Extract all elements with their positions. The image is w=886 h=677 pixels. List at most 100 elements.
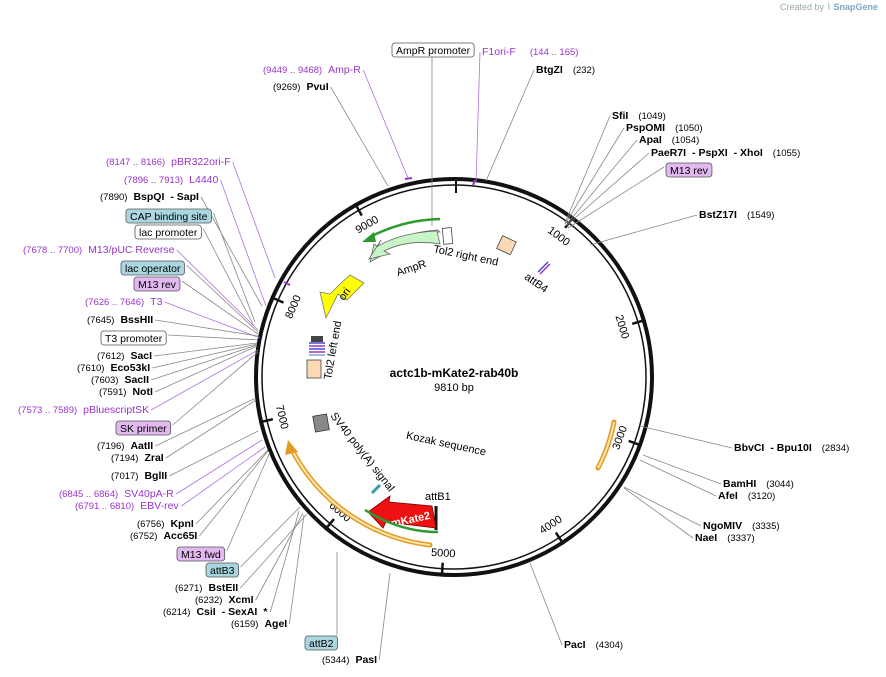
label-pasi[interactable]: (5344)PasI (322, 654, 377, 666)
pasi-name: PasI (355, 654, 377, 666)
label-naei[interactable]: NaeI(3337) (695, 532, 755, 544)
label-zrai[interactable]: (7194)ZraI (111, 452, 164, 464)
label-ampr-promoter[interactable]: AmpR promoter (391, 42, 475, 58)
tick-label-5000: 5000 (431, 547, 456, 560)
ampr-green-arc (371, 217, 441, 238)
label-f1ori-f[interactable]: F1ori-F(144 .. 165) (482, 46, 578, 58)
leader-csii (269, 510, 300, 613)
label-pbluescriptsk[interactable]: (7573 .. 7589) pBluescriptSK (18, 404, 149, 416)
label-ngomiv[interactable]: NgoMIV(3335) (703, 520, 780, 532)
label-pspomi[interactable]: PspOMI(1050) (626, 122, 703, 134)
label-sfii[interactable]: SfiI (1049) (612, 110, 666, 122)
label-acc65i[interactable]: (6752)Acc65I (130, 530, 197, 542)
pbluescriptsk-range: (7573 .. 7589) (18, 405, 77, 416)
label-sv40pa-r[interactable]: (6845 .. 6864)SV40pA-R (59, 488, 174, 500)
credit-brand: SnapGene (833, 2, 878, 12)
pbluescriptsk-name: pBluescriptSK (83, 404, 149, 416)
left-cluster-features[interactable] (309, 336, 325, 356)
leader-saci (154, 342, 258, 357)
ori-feature[interactable] (319, 274, 365, 320)
tick-label-7000: 7000 (273, 404, 290, 431)
label-bsteii[interactable]: (6271)BstEII (175, 582, 238, 594)
ampr-promoter-box (391, 42, 475, 58)
lac-operator-box (120, 260, 185, 276)
leader-sacii (150, 344, 258, 381)
label-aatii[interactable]: (7196)AatII (97, 440, 153, 452)
label-bspqi[interactable]: (7890)BspQI- SapI (100, 191, 199, 203)
tick-9000 (353, 202, 363, 217)
xcmi-name: XcmI (228, 594, 253, 606)
label-m13puc[interactable]: (7678 .. 7700)M13/pUC Reverse (23, 244, 175, 256)
sk-primer-box (115, 420, 172, 436)
label-bsshii[interactable]: (7645)BssHII (87, 314, 153, 326)
label-bbvci[interactable]: BbvCI- Bpu10I(2834) (734, 442, 849, 454)
label-afei[interactable]: AfeI(3120) (718, 490, 775, 502)
sfii-name: SfiI (612, 110, 628, 122)
label-pvui[interactable]: (9269)PvuI (273, 81, 329, 93)
tick-2000 (631, 318, 647, 326)
agei-pos: (6159) (231, 619, 258, 630)
label-sk-primer[interactable]: SK primer (115, 420, 172, 436)
leader-ebv-rev (181, 446, 266, 507)
label-l4440[interactable]: (7896 .. 7913)L4440 (124, 174, 219, 186)
label-m13fwd[interactable]: M13 fwd (176, 546, 226, 562)
sfii-pos: (1049) (638, 111, 665, 122)
label-attb2[interactable]: attB2 (304, 635, 338, 651)
label-apai[interactable]: ApaI(1054) (639, 134, 699, 146)
label-m13rev-right[interactable]: M13 rev (665, 162, 713, 178)
leader-paer7i (565, 152, 650, 227)
label-eco53ki[interactable]: (7610)Eco53kI (77, 362, 150, 374)
f1ori-mark (472, 179, 476, 186)
ampr-promoter-name: AmpR promoter (396, 45, 471, 57)
tol2-right-box[interactable] (441, 227, 454, 245)
orange-arc-left[interactable] (289, 447, 433, 548)
saci-pos: (7612) (97, 351, 124, 362)
ampr-arrow[interactable] (368, 230, 441, 260)
label-saci[interactable]: (7612)SacI (97, 350, 152, 362)
label-lac-promoter[interactable]: lac promoter (134, 224, 202, 240)
label-bglii[interactable]: (7017)BglII (111, 470, 167, 482)
label-ampr-primer[interactable]: (9449 .. 9468)Amp-R (263, 64, 361, 76)
label-paer7i[interactable]: PaeR7I- PspXI- XhoI(1055) (651, 147, 800, 159)
label-cap[interactable]: CAP binding site (125, 208, 212, 224)
label-bstz17i[interactable]: BstZ17I(1549) (699, 209, 774, 221)
label-lac-operator[interactable]: lac operator (120, 260, 185, 276)
label-noti[interactable]: (7591)NotI (99, 386, 153, 398)
label-csii[interactable]: (6214)CsiI- SexAI* (163, 606, 268, 618)
label-t3-promoter[interactable]: T3 promoter (100, 330, 167, 346)
label-ebv-rev[interactable]: (6791 .. 6810)EBV-rev (75, 500, 179, 512)
label-bamhi[interactable]: BamHI(3044) (723, 478, 794, 490)
bsteii-name: BstEII (208, 582, 238, 594)
tol2-left-box[interactable] (306, 359, 322, 379)
attb4-feature[interactable] (537, 261, 551, 275)
tick-3000 (628, 439, 643, 447)
label-pbr322[interactable]: (8147 .. 8166)pBR322ori-F (106, 156, 231, 168)
label-paci[interactable]: PacI(4304) (564, 639, 623, 651)
label-kpni[interactable]: (6756)KpnI (137, 518, 194, 530)
sacii-name: SacII (124, 374, 149, 386)
csii-pos: (6214) (163, 607, 190, 618)
ampr-green-arrowhead (362, 232, 376, 242)
attb3-box (205, 562, 239, 578)
m13puc-range: (7678 .. 7700) (23, 245, 82, 256)
label-xcmi[interactable]: (6232)XcmI (195, 594, 254, 606)
label-attb3[interactable]: attB3 (205, 562, 239, 578)
attb4-flank-box[interactable] (496, 235, 517, 256)
label-sacii[interactable]: (7603)SacII (91, 374, 149, 386)
csii-extra2: * (263, 606, 268, 618)
orange-arc-left-inner (291, 449, 431, 546)
bstz17i-name: BstZ17I (699, 209, 737, 221)
pbr322-name: pBR322ori-F (171, 156, 231, 168)
afei-pos: (3120) (748, 491, 775, 502)
bglii-pos: (7017) (111, 471, 138, 482)
btgzi-name: BtgZI (536, 64, 563, 76)
label-agei[interactable]: (6159)AgeI (231, 618, 287, 630)
label-btgzi[interactable]: BtgZI(232) (536, 64, 595, 76)
label-m13rev-left[interactable]: M13 rev (133, 276, 181, 292)
leader-l4440 (220, 179, 267, 307)
sv40-box[interactable] (312, 413, 330, 433)
apai-name: ApaI (639, 134, 662, 146)
bsshii-pos: (7645) (87, 315, 114, 326)
leader-bsteii (240, 513, 308, 589)
label-t3[interactable]: (7626 .. 7646)T3 (85, 296, 163, 308)
